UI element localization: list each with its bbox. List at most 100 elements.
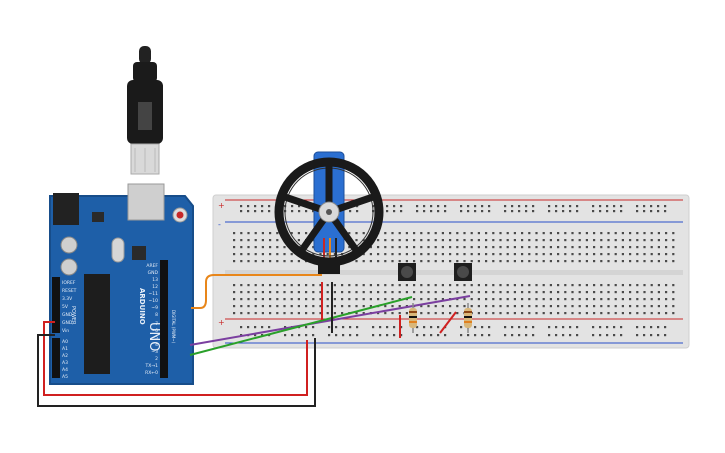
breadboard-hole[interactable] <box>449 284 452 287</box>
breadboard-hole[interactable] <box>672 253 675 256</box>
breadboard-hole[interactable] <box>348 291 351 294</box>
breadboard-hole[interactable] <box>460 205 463 208</box>
breadboard-hole[interactable] <box>528 298 531 301</box>
breadboard-hole[interactable] <box>492 246 495 249</box>
breadboard-hole[interactable] <box>569 334 572 337</box>
breadboard-hole[interactable] <box>585 312 588 315</box>
breadboard-hole[interactable] <box>521 284 524 287</box>
breadboard-hole[interactable] <box>391 253 394 256</box>
breadboard-hole[interactable] <box>665 291 668 294</box>
breadboard-hole[interactable] <box>305 305 308 308</box>
breadboard-hole[interactable] <box>413 260 416 263</box>
breadboard-hole[interactable] <box>592 205 595 208</box>
breadboard-hole[interactable] <box>362 305 365 308</box>
breadboard-hole[interactable] <box>477 246 480 249</box>
breadboard-hole[interactable] <box>535 239 538 242</box>
breadboard-hole[interactable] <box>441 312 444 315</box>
breadboard-hole[interactable] <box>372 326 375 329</box>
breadboard-hole[interactable] <box>643 284 646 287</box>
breadboard-hole[interactable] <box>254 210 257 213</box>
breadboard-hole[interactable] <box>606 326 609 329</box>
breadboard-hole[interactable] <box>555 205 558 208</box>
breadboard-hole[interactable] <box>456 239 459 242</box>
breadboard-hole[interactable] <box>283 246 286 249</box>
breadboard-hole[interactable] <box>557 253 560 256</box>
breadboard-hole[interactable] <box>470 232 473 235</box>
breadboard-hole[interactable] <box>621 312 624 315</box>
breadboard-hole[interactable] <box>268 205 271 208</box>
breadboard-hole[interactable] <box>398 260 401 263</box>
breadboard-hole[interactable] <box>513 291 516 294</box>
breadboard-hole[interactable] <box>319 253 322 256</box>
breadboard-hole[interactable] <box>600 284 603 287</box>
breadboard-hole[interactable] <box>549 298 552 301</box>
breadboard-hole[interactable] <box>477 239 480 242</box>
breadboard-hole[interactable] <box>521 260 524 263</box>
breadboard-hole[interactable] <box>506 232 509 235</box>
breadboard-hole[interactable] <box>441 239 444 242</box>
breadboard-hole[interactable] <box>460 334 463 337</box>
breadboard-hole[interactable] <box>477 298 480 301</box>
breadboard-hole[interactable] <box>398 232 401 235</box>
servo-motor-icon[interactable] <box>274 151 384 274</box>
breadboard-hole[interactable] <box>326 284 329 287</box>
breadboard-hole[interactable] <box>298 205 301 208</box>
breadboard-hole[interactable] <box>569 210 572 213</box>
breadboard-hole[interactable] <box>423 205 426 208</box>
breadboard-hole[interactable] <box>578 291 581 294</box>
breadboard-hole[interactable] <box>504 334 507 337</box>
breadboard-hole[interactable] <box>657 284 660 287</box>
breadboard-hole[interactable] <box>564 246 567 249</box>
breadboard-hole[interactable] <box>276 305 279 308</box>
breadboard-hole[interactable] <box>261 298 264 301</box>
breadboard-hole[interactable] <box>485 232 488 235</box>
breadboard-hole[interactable] <box>528 232 531 235</box>
breadboard-hole[interactable] <box>297 260 300 263</box>
breadboard-hole[interactable] <box>613 205 616 208</box>
breadboard-hole[interactable] <box>254 260 257 263</box>
breadboard-hole[interactable] <box>665 246 668 249</box>
breadboard-hole[interactable] <box>269 260 272 263</box>
breadboard-hole[interactable] <box>585 239 588 242</box>
breadboard-hole[interactable] <box>456 246 459 249</box>
breadboard-hole[interactable] <box>276 232 279 235</box>
breadboard-hole[interactable] <box>430 210 433 213</box>
breadboard-hole[interactable] <box>564 239 567 242</box>
breadboard-hole[interactable] <box>672 298 675 301</box>
breadboard-hole[interactable] <box>470 298 473 301</box>
breadboard-hole[interactable] <box>441 284 444 287</box>
breadboard-hole[interactable] <box>420 246 423 249</box>
breadboard-hole[interactable] <box>423 334 426 337</box>
breadboard-hole[interactable] <box>525 205 528 208</box>
breadboard-hole[interactable] <box>391 305 394 308</box>
breadboard-hole[interactable] <box>485 305 488 308</box>
breadboard-hole[interactable] <box>528 239 531 242</box>
breadboard-hole[interactable] <box>335 334 338 337</box>
breadboard-hole[interactable] <box>636 239 639 242</box>
breadboard-hole[interactable] <box>564 284 567 287</box>
breadboard-hole[interactable] <box>506 253 509 256</box>
breadboard-hole[interactable] <box>240 205 243 208</box>
breadboard-hole[interactable] <box>405 253 408 256</box>
breadboard-hole[interactable] <box>506 260 509 263</box>
breadboard-hole[interactable] <box>384 260 387 263</box>
breadboard-hole[interactable] <box>240 253 243 256</box>
breadboard-hole[interactable] <box>513 284 516 287</box>
breadboard-hole[interactable] <box>297 284 300 287</box>
breadboard-hole[interactable] <box>506 291 509 294</box>
breadboard-hole[interactable] <box>333 312 336 315</box>
breadboard-hole[interactable] <box>499 246 502 249</box>
breadboard-hole[interactable] <box>621 232 624 235</box>
breadboard-hole[interactable] <box>427 291 430 294</box>
breadboard-hole[interactable] <box>542 232 545 235</box>
breadboard-hole[interactable] <box>377 291 380 294</box>
breadboard-hole[interactable] <box>463 298 466 301</box>
breadboard-hole[interactable] <box>492 253 495 256</box>
breadboard-hole[interactable] <box>665 312 668 315</box>
breadboard-hole[interactable] <box>620 326 623 329</box>
breadboard-hole[interactable] <box>290 284 293 287</box>
breadboard-hole[interactable] <box>398 239 401 242</box>
breadboard-hole[interactable] <box>261 312 264 315</box>
breadboard-hole[interactable] <box>269 232 272 235</box>
breadboard-hole[interactable] <box>254 312 257 315</box>
